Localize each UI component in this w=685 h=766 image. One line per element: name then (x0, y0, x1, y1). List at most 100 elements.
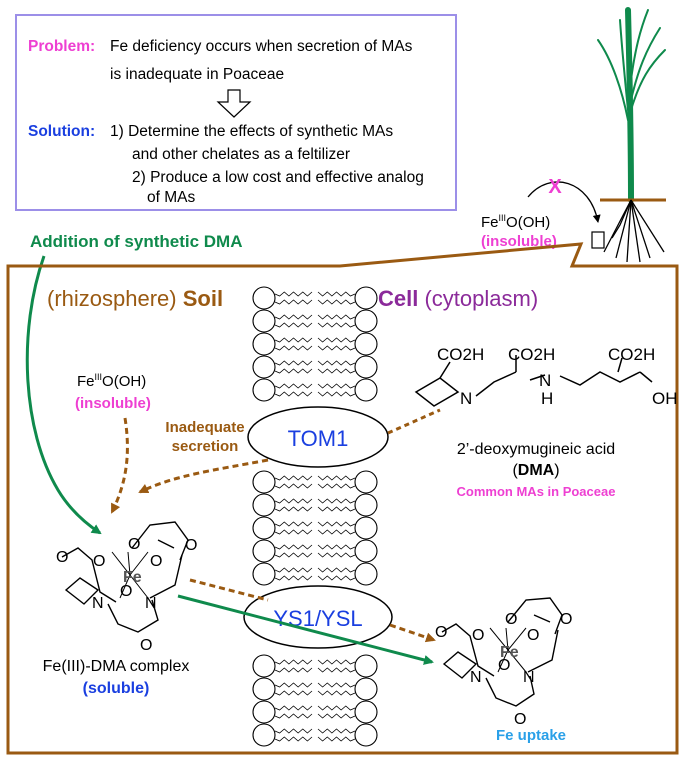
lipid-tail (317, 667, 356, 673)
lipid-tail (274, 483, 313, 489)
lipid-head (252, 539, 276, 563)
complex-soluble: (soluble) (83, 680, 150, 697)
lipid-tail (317, 483, 356, 489)
solution-item-2-line-1: 2) Produce a low cost and effective anal… (132, 169, 424, 186)
lipid-head (354, 493, 378, 517)
lipid-head (354, 562, 378, 586)
lipid-tail (317, 383, 356, 389)
lipid-head (252, 654, 276, 678)
inadequate-label: Inadequate (165, 419, 244, 436)
lipid-head (252, 355, 276, 379)
zoom-frame (6, 242, 679, 755)
lipid-tail (317, 728, 356, 734)
complex-n-right-1: N (470, 669, 482, 686)
lipid-tail (274, 322, 313, 328)
lipid-tail (274, 728, 313, 734)
dma-n-2: N (539, 371, 551, 390)
problem-solution-box: Problem: Fe deficiency occurs when secre… (15, 14, 457, 211)
complex-n-right-2: N (523, 669, 535, 686)
lipid-tail (317, 736, 356, 742)
lipid-tail (274, 498, 313, 504)
complex-o-left-2: O (93, 553, 105, 570)
lipid-tail (317, 322, 356, 328)
plant-main-stem (625, 7, 634, 203)
lipid-head (354, 677, 378, 701)
tom1-dma-link (387, 408, 441, 435)
plant-leaf (597, 39, 629, 121)
lipid-tail (274, 552, 313, 558)
lipid-head (252, 700, 276, 724)
lipid-tail (274, 690, 313, 696)
uptake-green-arrow (177, 594, 434, 665)
uptake-arrow-blocked (527, 181, 601, 223)
complex-name: Fe(III)-DMA complex (43, 658, 190, 675)
solution-item-1-line-2: and other chelates as a feltilizer (132, 146, 350, 163)
problem-line-1: Fe deficiency occurs when secretion of M… (110, 38, 413, 55)
lipid-tail (274, 713, 313, 719)
complex-fe-left: Fe (123, 569, 142, 586)
lipid-head (354, 470, 378, 494)
lipid-tail (274, 391, 313, 397)
lipid-head (354, 332, 378, 356)
lipid-tail (317, 705, 356, 711)
lipid-head (252, 562, 276, 586)
lipid-head (252, 677, 276, 701)
lipid-tail (317, 567, 356, 573)
dma-abbr: (DMA) (512, 462, 559, 479)
complex-o-right-2: O (472, 627, 484, 644)
dma-structure (414, 355, 653, 407)
complex-o-left-4: O (150, 553, 162, 570)
lipid-tail (274, 299, 313, 305)
lipid-head (354, 355, 378, 379)
plant-leaf (619, 19, 629, 111)
secretion-arrow (138, 458, 269, 494)
lipid-head (252, 286, 276, 310)
lipid-tail (274, 291, 313, 297)
lipid-tail (274, 575, 313, 581)
plant-leaf (630, 9, 649, 81)
addition-label: Addition of synthetic DMA (30, 232, 242, 251)
lipid-head (252, 723, 276, 747)
hollow-down-arrow (216, 89, 252, 118)
azetidine-ring (414, 377, 460, 407)
complex-o-left-7: O (140, 637, 152, 654)
lipid-tail (274, 682, 313, 688)
lipid-head (354, 516, 378, 540)
complex-o-right-5: O (498, 657, 510, 674)
lipid-tail (317, 575, 356, 581)
solution-item-1-line-1: 1) Determine the effects of synthetic MA… (110, 123, 393, 140)
lipid-tail (317, 713, 356, 719)
lipid-tail (274, 360, 313, 366)
lipid-tail (274, 667, 313, 673)
lipid-tail (274, 705, 313, 711)
lipid-tail (274, 314, 313, 320)
dma-co2h-3: CO2H (608, 345, 655, 364)
lipid-tail (317, 391, 356, 397)
addition-arrow (25, 255, 102, 535)
complex-o-right-3: O (505, 611, 517, 628)
dma-h: H (541, 389, 553, 408)
lipid-tail (317, 291, 356, 297)
plant-leaf (630, 27, 661, 101)
dma-oh: OH (652, 389, 678, 408)
plant-leaf (630, 49, 666, 111)
lipid-tail (317, 506, 356, 512)
dma-co2h-1: CO2H (437, 345, 484, 364)
lipid-tail (317, 544, 356, 550)
soil-label: (rhizosphere) Soil (47, 286, 223, 311)
complex-o-left-3: O (128, 536, 140, 553)
plant-illustration: X FeIIIO(OH) (insoluble) (481, 7, 666, 263)
lipid-tail (274, 567, 313, 573)
uptake-brown-arrow (389, 623, 436, 643)
lipid-tail (274, 736, 313, 742)
lipid-head (354, 723, 378, 747)
lipid-tail (317, 475, 356, 481)
lipid-tail (274, 521, 313, 527)
lipid-head (252, 493, 276, 517)
complex-o-left-6: O (185, 537, 197, 554)
complex-o-left-5: O (120, 583, 132, 600)
lipid-tail (317, 337, 356, 343)
lipid-tail (274, 475, 313, 481)
lipid-head (354, 700, 378, 724)
